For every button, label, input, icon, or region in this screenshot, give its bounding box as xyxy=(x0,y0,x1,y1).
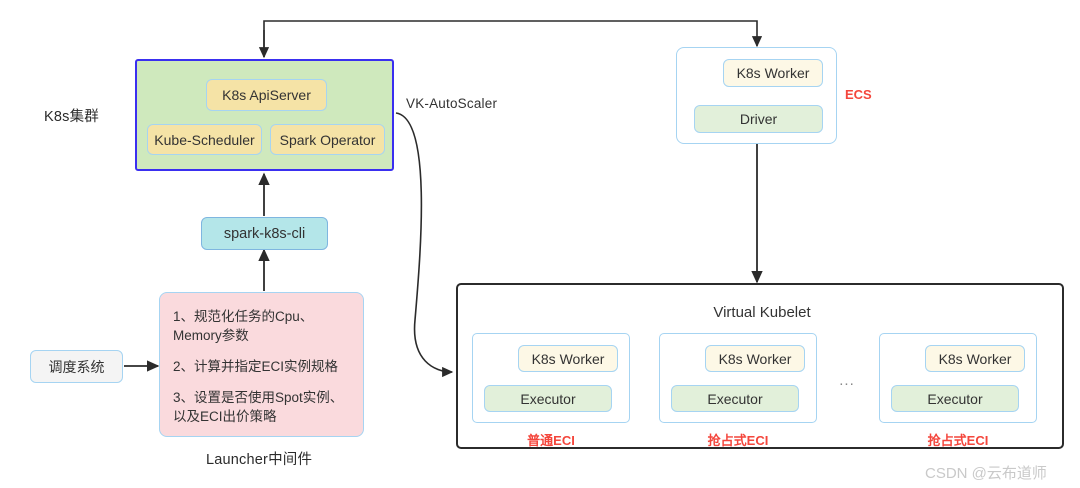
eci-2-caption: 抢占式ECI xyxy=(707,432,769,448)
ecs-k8s-worker-box[interactable]: K8s Worker xyxy=(723,59,823,87)
ecs-label: ECS xyxy=(845,87,872,102)
eci-3-executor-box[interactable]: Executor xyxy=(891,385,1019,412)
ecs-driver-box[interactable]: Driver xyxy=(694,105,823,133)
eci-node-2[interactable]: K8s Worker Executor xyxy=(659,333,817,423)
launcher-line-3: 3、设置是否使用Spot实例、以及ECI出价策略 xyxy=(173,390,344,424)
eci-2-executor-box[interactable]: Executor xyxy=(671,385,799,412)
virtual-kubelet-box[interactable]: Virtual Kubelet K8s Worker Executor 普通EC… xyxy=(456,283,1064,449)
spark-operator-box[interactable]: Spark Operator xyxy=(270,124,385,155)
eci-3-k8s-worker-box[interactable]: K8s Worker xyxy=(925,345,1025,372)
arrow-vk-autoscaler xyxy=(395,112,454,378)
eci-node-3[interactable]: K8s Worker Executor xyxy=(879,333,1037,423)
watermark: CSDN @云布道师 xyxy=(925,465,1047,482)
eci-1-k8s-worker-box[interactable]: K8s Worker xyxy=(518,345,618,372)
virtual-kubelet-title: Virtual Kubelet xyxy=(713,303,811,321)
eci-ellipsis: ... xyxy=(839,371,855,389)
launcher-line-1: 1、规范化任务的Cpu、Memory参数 xyxy=(173,309,314,343)
scheduler-system-box[interactable]: 调度系统 xyxy=(30,350,123,383)
eci-1-executor-box[interactable]: Executor xyxy=(484,385,612,412)
kube-scheduler-box[interactable]: Kube-Scheduler xyxy=(147,124,262,155)
k8s-cluster-label: K8s集群 xyxy=(44,109,99,125)
k8s-apiserver-box[interactable]: K8s ApiServer xyxy=(206,79,327,111)
eci-3-caption: 抢占式ECI xyxy=(927,432,989,448)
launcher-line-2: 2、计算并指定ECI实例规格 xyxy=(173,359,339,374)
vk-autoscaler-label: VK-AutoScaler xyxy=(406,96,498,111)
eci-1-caption: 普通ECI xyxy=(527,432,575,448)
eci-node-1[interactable]: K8s Worker Executor xyxy=(472,333,630,423)
spark-k8s-cli-box[interactable]: spark-k8s-cli xyxy=(201,217,328,250)
launcher-box[interactable]: 1、规范化任务的Cpu、Memory参数 2、计算并指定ECI实例规格 3、设置… xyxy=(159,292,364,437)
eci-2-k8s-worker-box[interactable]: K8s Worker xyxy=(705,345,805,372)
launcher-label: Launcher中间件 xyxy=(206,452,313,468)
k8s-cluster-box: K8s ApiServer Kube-Scheduler Spark Opera… xyxy=(135,59,394,171)
ecs-box[interactable]: K8s Worker Driver xyxy=(676,47,837,144)
